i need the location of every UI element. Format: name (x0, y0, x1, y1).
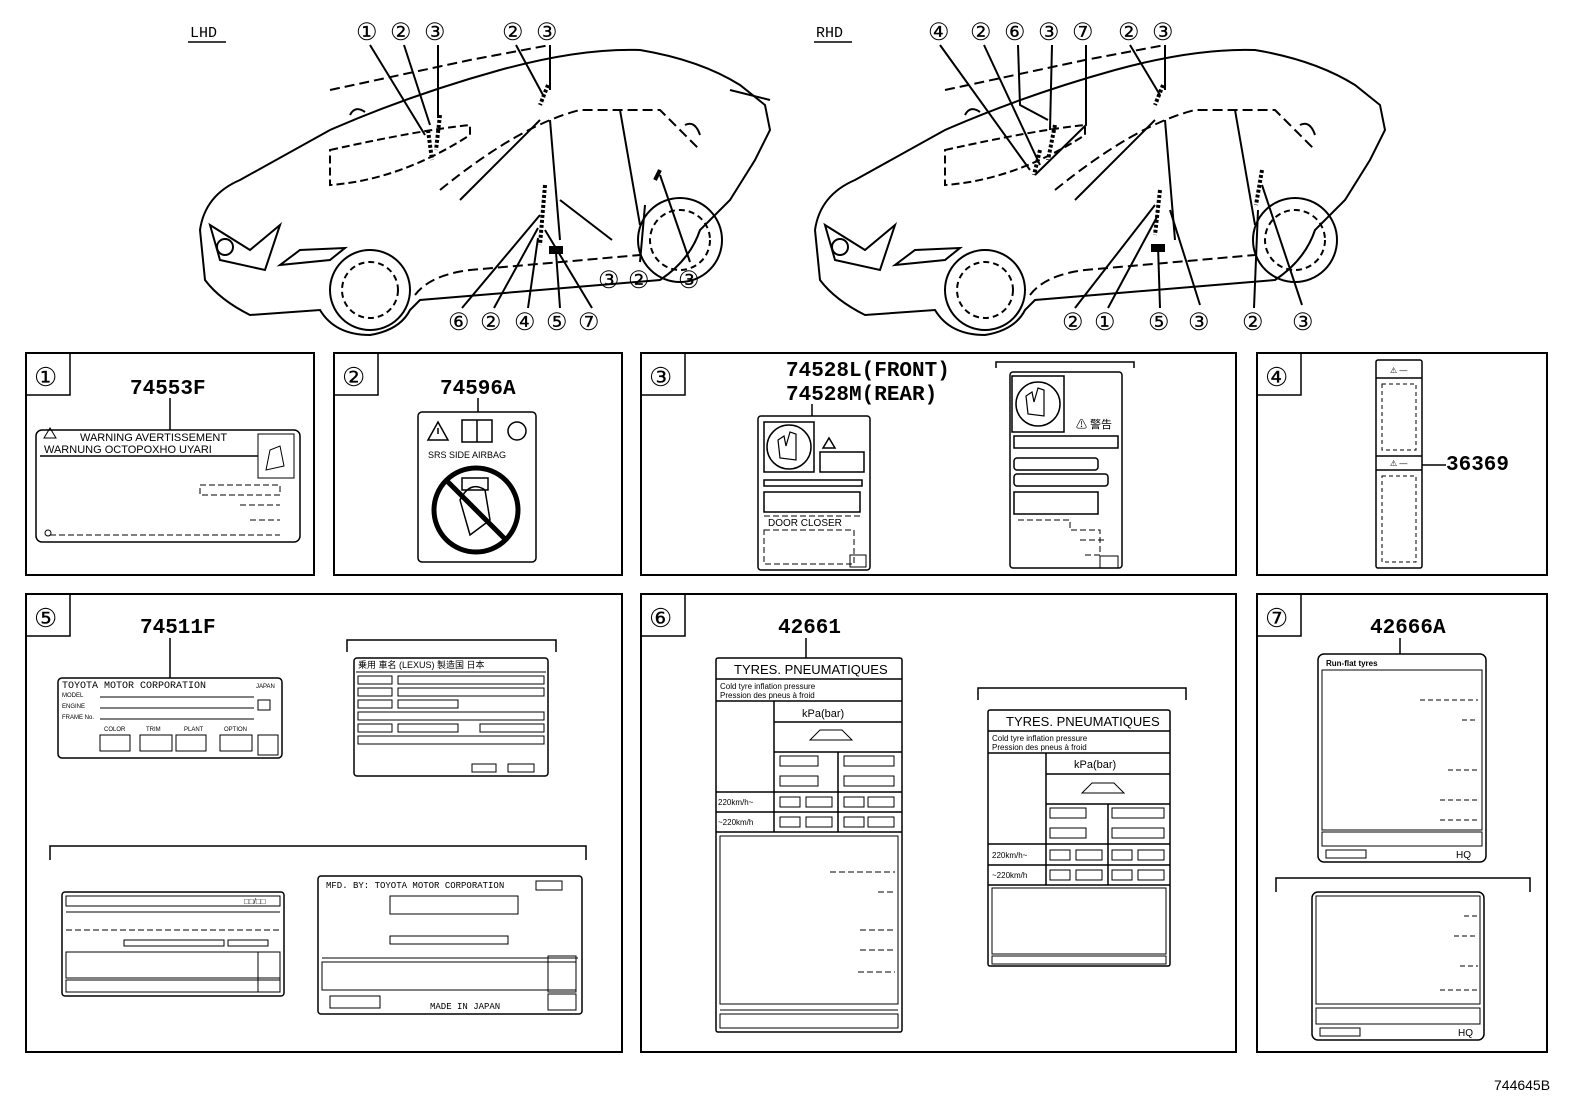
callout: ③ (1152, 19, 1174, 46)
warning-jp-text: ⚠ 警告 (1076, 417, 1112, 431)
runflat-title: Run-flat tyres (1326, 659, 1378, 668)
callout: ③ (536, 19, 558, 46)
warning-mini: ⚠ — (1390, 366, 1407, 375)
lexus-plate-header: 乗用 車名 (LEXUS) 製造国 日本 (358, 659, 485, 670)
speed-high-label: 220km/h~ (718, 798, 754, 807)
part-number: 42661 (778, 617, 841, 640)
callout: ① (356, 19, 378, 46)
option-label: OPTION (224, 727, 247, 733)
lhd-car-drawing (198, 44, 772, 337)
warning-mini: ⚠ — (1390, 459, 1407, 468)
callout: ⑦ (578, 309, 600, 336)
model-label: MODEL (62, 693, 84, 699)
part-number: 74511F (140, 617, 216, 640)
callout: ③ (678, 267, 700, 294)
kpa-label-small: kPa(bar) (1074, 759, 1116, 771)
label-42666A-top: Run-flat tyres HQ (1317, 638, 1487, 863)
frame-label: FRAME No. (62, 715, 94, 721)
callout: ② (390, 19, 412, 46)
panel-number: ⑦ (1265, 603, 1288, 633)
cold-pressure-small-1: Cold tyre inflation pressure (992, 734, 1088, 743)
callout: ⑥ (448, 309, 470, 336)
callout: ③ (424, 19, 446, 46)
plant-label: PLANT (184, 727, 204, 733)
part-number: 74528L(FRONT) (786, 360, 950, 383)
label-74528L: DOOR CLOSER (757, 404, 871, 571)
panel-frames (25, 352, 1548, 1053)
part-number: 36369 (1446, 454, 1509, 477)
color-label: COLOR (104, 727, 126, 733)
callout: ② (1118, 19, 1140, 46)
made-in-japan-text: MADE IN JAPAN (430, 1002, 500, 1012)
part-number: 74596A (440, 378, 516, 401)
toyota-plate-title: TOYOTA MOTOR CORPORATION (62, 681, 206, 692)
callout: ④ (928, 19, 950, 46)
cold-pressure-small-2: Pression des pneus à froid (992, 743, 1087, 752)
plate-mark: □□/□□ (244, 897, 266, 906)
rhd-car-drawing (813, 44, 1387, 337)
callout: ① (1094, 309, 1116, 336)
callout: ② (502, 19, 524, 46)
speed-low-label: ~220km/h (718, 818, 753, 827)
label-42661-large: TYRES. PNEUMATIQUES Cold tyre inflation … (715, 638, 903, 1033)
speed-high-small: 220km/h~ (992, 851, 1028, 860)
label-lexus-plate: 乗用 車名 (LEXUS) 製造国 日本 (346, 639, 557, 777)
japan-small: JAPAN (256, 684, 275, 690)
label-74553F: WARNING AVERTISSEMENT WARNUNG OCTOPOXHO … (35, 398, 301, 543)
label-36369: ⚠ — ⚠ — (1375, 359, 1446, 569)
rhd-callouts: ④ ② ⑥ ③ ⑦ ② ③ ② ① ⑤ ③ ② ③ (928, 19, 1314, 336)
mfd-text: MFD. BY: TOYOTA MOTOR CORPORATION (326, 881, 504, 891)
callout: ② (480, 309, 502, 336)
tyres-title-small: TYRES. PNEUMATIQUES (1006, 714, 1160, 729)
label-74528M: ⚠ 警告 (995, 361, 1135, 569)
panel-number: ② (342, 362, 365, 392)
part-number: 74553F (130, 378, 206, 401)
callout: ② (1242, 309, 1264, 336)
lhd-label: LHD (190, 25, 217, 42)
label-42661-small: TYRES. PNEUMATIQUES Cold tyre inflation … (977, 687, 1187, 967)
label-mfd-plate: MFD. BY: TOYOTA MOTOR CORPORATION MADE I… (317, 875, 583, 1015)
kpa-label: kPa(bar) (802, 708, 844, 720)
label-lower-plates: □□/□□ (49, 845, 587, 997)
srs-side-airbag-text: SRS SIDE AIRBAG (428, 450, 506, 460)
tyres-title: TYRES. PNEUMATIQUES (734, 662, 888, 677)
cold-pressure-text-2: Pression des pneus à froid (720, 691, 815, 700)
label-74596A: SRS SIDE AIRBAG (417, 398, 537, 563)
warning-text-1: WARNING AVERTISSEMENT (80, 432, 227, 444)
callout: ③ (1292, 309, 1314, 336)
cold-pressure-text-1: Cold tyre inflation pressure (720, 682, 816, 691)
panel-number-tags (26, 353, 1302, 637)
callout: ③ (598, 267, 620, 294)
door-closer-text: DOOR CLOSER (768, 518, 842, 529)
callout: ② (1062, 309, 1084, 336)
speed-low-small: ~220km/h (992, 871, 1027, 880)
warning-text-2: WARNUNG OCTOPOXHO UYARI (44, 444, 212, 456)
callout: ④ (514, 309, 536, 336)
part-number: 74528M(REAR) (786, 384, 937, 407)
callout: ② (628, 267, 650, 294)
lhd-callouts: ① ② ③ ② ③ ③ ② ③ ⑥ ② ④ ⑤ ⑦ (356, 19, 700, 336)
trim-label: TRIM (146, 727, 161, 733)
panel-number: ④ (1265, 362, 1288, 392)
part-number: 42666A (1370, 617, 1446, 640)
callout: ⑥ (1004, 19, 1026, 46)
rhd-label: RHD (816, 25, 843, 42)
figure-id: 744645B (1494, 1077, 1550, 1093)
panel-number: ③ (649, 362, 672, 392)
engine-label: ENGINE (62, 704, 85, 710)
panel-number: ⑥ (649, 603, 672, 633)
callout: ② (970, 19, 992, 46)
panel-number: ⑤ (34, 603, 57, 633)
label-42666A-bottom: HQ (1275, 877, 1531, 1041)
hq-mark: HQ (1456, 850, 1471, 861)
callout: ⑦ (1072, 19, 1094, 46)
callout: ③ (1188, 309, 1210, 336)
callout: ⑤ (546, 309, 568, 336)
hq-mark: HQ (1458, 1028, 1473, 1039)
callout: ⑤ (1148, 309, 1170, 336)
callout: ③ (1038, 19, 1060, 46)
panel-number: ① (34, 362, 57, 392)
label-74511F-front: TOYOTA MOTOR CORPORATION JAPAN MODEL ENG… (57, 638, 283, 759)
